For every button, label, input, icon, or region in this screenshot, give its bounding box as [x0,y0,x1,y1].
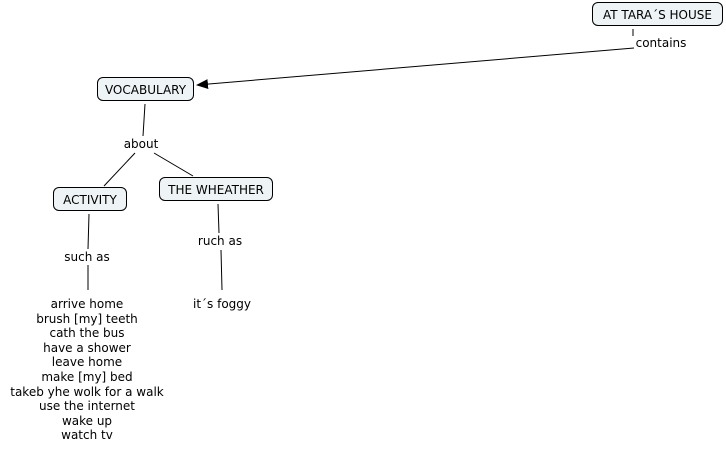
concept-the-wheather[interactable]: THE WHEATHER [159,177,273,201]
list-item: make [my] bed [41,369,133,384]
line-about-weather [153,152,194,177]
line-activity-suchas [87,213,90,250]
list-item: use the internet [38,399,135,414]
concept-at-taras-house[interactable]: AT TARA´S HOUSE [592,2,723,26]
list-item: it´s foggy [192,297,252,311]
list-item: arrive home [50,297,124,311]
link-contains[interactable]: contains [634,36,688,50]
activity-items[interactable]: arrive home brush [my] teeth cath the bu… [10,297,164,443]
list-item: takeb yhe wolk for a walk [10,384,164,399]
list-item: have a shower [43,340,131,355]
list-item: wake up [61,413,113,428]
list-item: watch tv [61,428,113,443]
arrow-contains-vocabulary [196,47,635,90]
list-item: cath the bus [49,326,125,341]
link-about[interactable]: about [122,137,160,151]
list-item: leave home [51,355,123,370]
line-weather-ruchas [217,203,220,234]
line-ruchas-foggy [220,249,223,291]
list-item: brush [my] teeth [36,311,138,326]
line-about-activity [103,152,136,187]
weather-items[interactable]: it´s foggy [193,297,251,312]
link-ruch-as[interactable]: ruch as [196,234,244,248]
concept-activity[interactable]: ACTIVITY [53,187,127,211]
link-such-as[interactable]: such as [63,250,111,264]
line-vocabulary-about [142,103,146,137]
concept-vocabulary[interactable]: VOCABULARY [97,77,194,101]
